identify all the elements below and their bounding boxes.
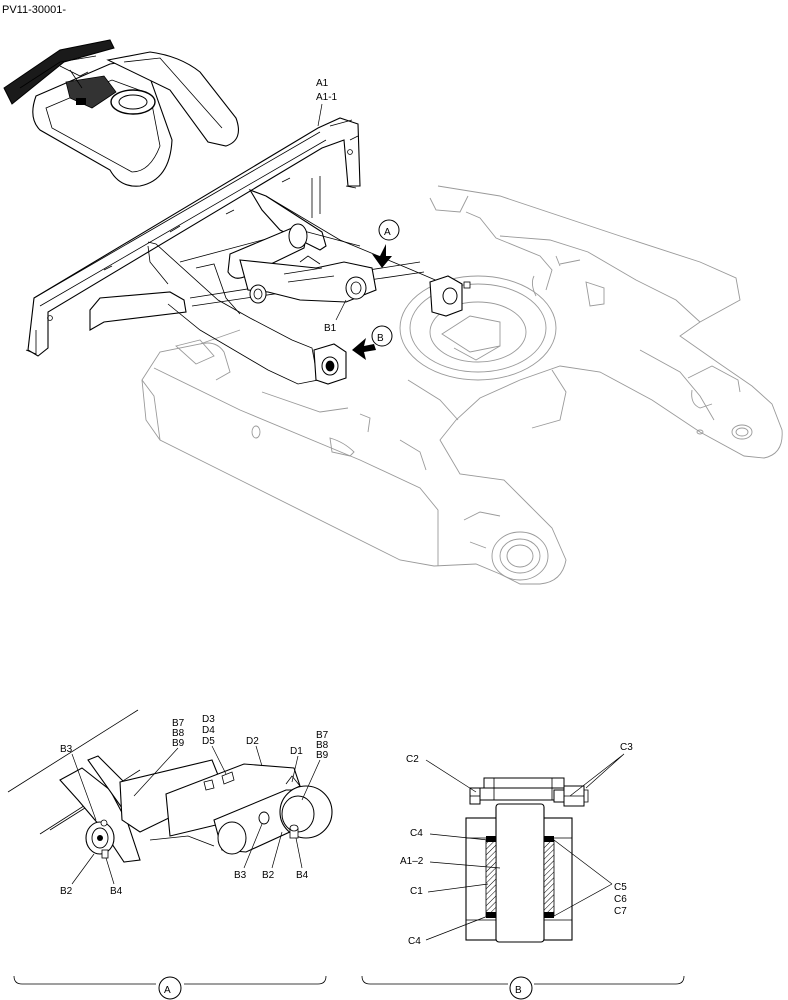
detail-a-drawing xyxy=(7,709,333,863)
label-c4-top: C4 xyxy=(410,828,423,839)
track-frame xyxy=(141,185,783,585)
label-a1-1: A1-1 xyxy=(316,92,338,103)
caption-brace-b: B xyxy=(361,975,685,1000)
label-b3-right: B3 xyxy=(234,870,247,881)
label-d5: D5 xyxy=(202,736,215,747)
view-arrow-b: B xyxy=(352,325,393,360)
label-a1: A1 xyxy=(316,78,329,89)
caption-b: B xyxy=(515,985,522,996)
blade-arms xyxy=(89,188,471,385)
document-id: PV11-30001- xyxy=(2,4,66,16)
label-c2: C2 xyxy=(406,754,419,765)
caption-brace-a: A xyxy=(13,975,327,1000)
label-b2-left: B2 xyxy=(60,886,73,897)
label-b4-left: B4 xyxy=(110,886,123,897)
label-b1: B1 xyxy=(324,323,337,334)
label-d2: D2 xyxy=(246,736,259,747)
label-c4-bottom: C4 xyxy=(408,936,421,947)
dozer-blade xyxy=(25,117,361,357)
label-d1: D1 xyxy=(290,746,303,757)
label-b9-1: B9 xyxy=(172,738,185,749)
label-c1: C1 xyxy=(410,886,423,897)
label-c5: C5 xyxy=(614,882,627,893)
label-d4: D4 xyxy=(202,725,215,736)
detail-b-section xyxy=(465,777,589,943)
label-c7: C7 xyxy=(614,906,627,917)
label-c3: C3 xyxy=(620,742,633,753)
view-a-marker: A xyxy=(384,227,391,238)
label-b2-right: B2 xyxy=(262,870,275,881)
label-d3: D3 xyxy=(202,714,215,725)
label-a1-2: A1–2 xyxy=(400,856,424,867)
label-b8-2: B8 xyxy=(316,740,329,751)
view-arrow-a: A xyxy=(372,219,400,268)
caption-a: A xyxy=(164,985,171,996)
label-b8-1: B8 xyxy=(172,728,185,739)
view-b-marker: B xyxy=(377,333,384,344)
label-b7-1: B7 xyxy=(172,718,185,729)
label-b3-left: B3 xyxy=(60,744,73,755)
label-b9-2: B9 xyxy=(316,750,329,761)
label-b4-right: B4 xyxy=(296,870,309,881)
label-c6: C6 xyxy=(614,894,627,905)
label-b7-2: B7 xyxy=(316,730,329,741)
inset-machine-view xyxy=(3,39,239,187)
